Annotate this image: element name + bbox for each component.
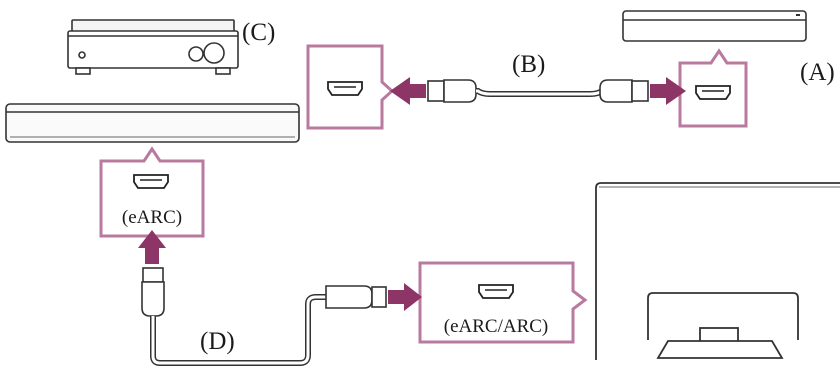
callout-receiver-port — [306, 44, 395, 130]
player-device — [622, 10, 807, 42]
arrow-right-icon — [650, 77, 686, 105]
hdmi-port-icon — [695, 85, 731, 100]
arrow-left-icon — [390, 77, 426, 105]
arrow-up-icon — [138, 230, 166, 264]
hdmi-port-icon — [133, 174, 169, 189]
callout-player-port — [678, 48, 748, 128]
hdmi-port-icon — [327, 81, 363, 96]
soundbar-port-label: (eARC) — [122, 207, 182, 228]
hdmi-cable-d — [138, 230, 422, 366]
label-b: (B) — [512, 51, 545, 78]
tv-port-label: (eARC/ARC) — [444, 316, 549, 337]
label-c: (C) — [242, 19, 275, 46]
arrow-right-icon — [388, 283, 422, 311]
soundbar — [5, 103, 300, 143]
label-d: (D) — [200, 328, 235, 355]
callout-tv-port: (eARC/ARC) — [418, 261, 588, 344]
av-receiver — [67, 19, 239, 75]
callout-soundbar-port: (eARC) — [99, 146, 205, 238]
hdmi-port-icon — [478, 284, 514, 299]
label-a: (A) — [800, 59, 835, 86]
tv — [595, 182, 840, 360]
hdmi-cable-b — [390, 77, 686, 105]
